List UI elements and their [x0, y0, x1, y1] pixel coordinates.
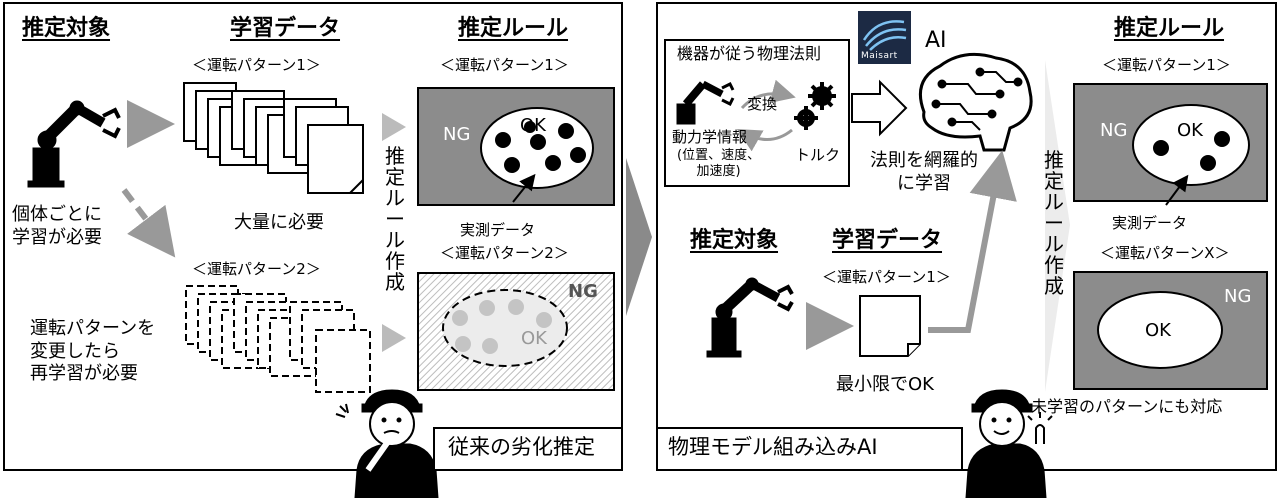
pattern2-label-rule: ＜運転パターン2＞ — [440, 244, 569, 262]
minimal-ok-note: 最小限でOK — [836, 374, 934, 395]
caption-box-left — [433, 427, 623, 471]
flow-arrow-dashed — [121, 188, 176, 258]
pattern1-label-right-rule: ＜運転パターン1＞ — [1102, 56, 1231, 74]
caption-left: 従来の劣化推定 — [448, 435, 595, 459]
data-heading-right: 学習データ — [832, 228, 943, 253]
pattern1-label-data: ＜運転パターン1＞ — [192, 56, 321, 74]
measured-data-label: 実測データ — [460, 221, 536, 239]
rule-creation-arrow — [1045, 60, 1070, 392]
large-data-note: 大量に必要 — [234, 212, 324, 233]
relearn-note: 運転パターンを 変更したら 再学習が必要 — [30, 318, 156, 384]
caption-box-right — [656, 427, 963, 471]
center-transition-arrow — [626, 158, 652, 316]
ok-label-right: OK — [1177, 120, 1203, 141]
ok-label-patternX: OK — [1145, 320, 1171, 341]
pattern2-label-data: ＜運転パターン2＞ — [192, 260, 321, 278]
ng-label-patternX: NG — [1224, 286, 1252, 307]
dynamics-detail: (位置、速度、 加速度) — [677, 148, 761, 179]
measured-data-points — [495, 121, 586, 173]
robot-arm-icon — [27, 100, 121, 188]
ng-label-right: NG — [1100, 120, 1128, 141]
maisart-swoosh — [862, 20, 907, 51]
rule-arrow — [382, 113, 406, 141]
physics-law-box — [664, 39, 850, 187]
rule-heading-right: 推定ルール — [1114, 16, 1225, 41]
ng-label: NG — [443, 124, 471, 145]
rule-creation-label-left: 推定ルール作成 — [385, 144, 405, 294]
data-sheet-stack — [183, 82, 364, 194]
patternX-label: ＜運転パターンX＞ — [1100, 244, 1230, 262]
measured-data-points-right — [1153, 131, 1230, 171]
rule-creation-label-right: 推定ルール作成 — [1044, 148, 1064, 298]
physics-title: 機器が従う物理法則 — [677, 44, 822, 63]
pointer-arrow-right — [1165, 174, 1189, 206]
target-heading-left: 推定対象 — [22, 16, 111, 41]
ok-region-right — [1132, 104, 1250, 186]
data-heading-left: 学習データ — [230, 16, 341, 41]
pattern1-label-right-data: ＜運転パターン1＞ — [822, 268, 951, 286]
ok-label-degraded: OK — [521, 328, 547, 349]
ai-label: AI — [925, 28, 947, 53]
caption-right: 物理モデル組み込みAI — [668, 435, 878, 459]
robot-arm-icon-right — [706, 277, 794, 358]
ok-region-degraded — [442, 289, 568, 367]
pattern1-label-rule: ＜運転パターン1＞ — [440, 56, 569, 74]
measured-data-points-faded — [452, 299, 552, 354]
ng-label-degraded: NG — [568, 281, 598, 302]
transform-arrow-return — [736, 128, 793, 152]
dynamics-label: 動力学情報 — [672, 128, 748, 146]
ok-label: OK — [520, 115, 546, 136]
gears-icon — [794, 82, 836, 130]
pointer-arrow — [512, 173, 536, 203]
left-panel — [3, 2, 623, 471]
torque-label: トルク — [795, 146, 841, 164]
data-sheet-stack-dashed — [185, 285, 371, 393]
maisart-logo-text: Maisart — [861, 51, 898, 61]
data-sheet-single — [859, 295, 921, 357]
transform-label: 変換 — [747, 95, 778, 113]
physics-to-ai-arrow — [851, 79, 908, 137]
individual-learning-note: 個体ごとに 学習が必要 — [12, 204, 102, 248]
confident-person-icon — [965, 389, 1053, 498]
data-to-ai-arrow — [928, 150, 1017, 333]
ok-region-patternX — [1097, 291, 1223, 369]
robot-arm-small-icon — [676, 80, 735, 125]
rule-heading-left: 推定ルール — [458, 16, 569, 41]
cover-law-note: 法則を網羅的 に学習 — [870, 150, 978, 194]
worried-person-icon — [335, 389, 439, 498]
rule-arrow — [382, 324, 406, 352]
transform-arrow — [740, 79, 796, 110]
target-heading-right: 推定対象 — [690, 228, 779, 253]
ai-brain-icon — [919, 52, 1033, 152]
measured-data-label-right: 実測データ — [1112, 214, 1188, 232]
unlearned-pattern-note: 未学習のパターンにも対応 — [1031, 397, 1223, 416]
